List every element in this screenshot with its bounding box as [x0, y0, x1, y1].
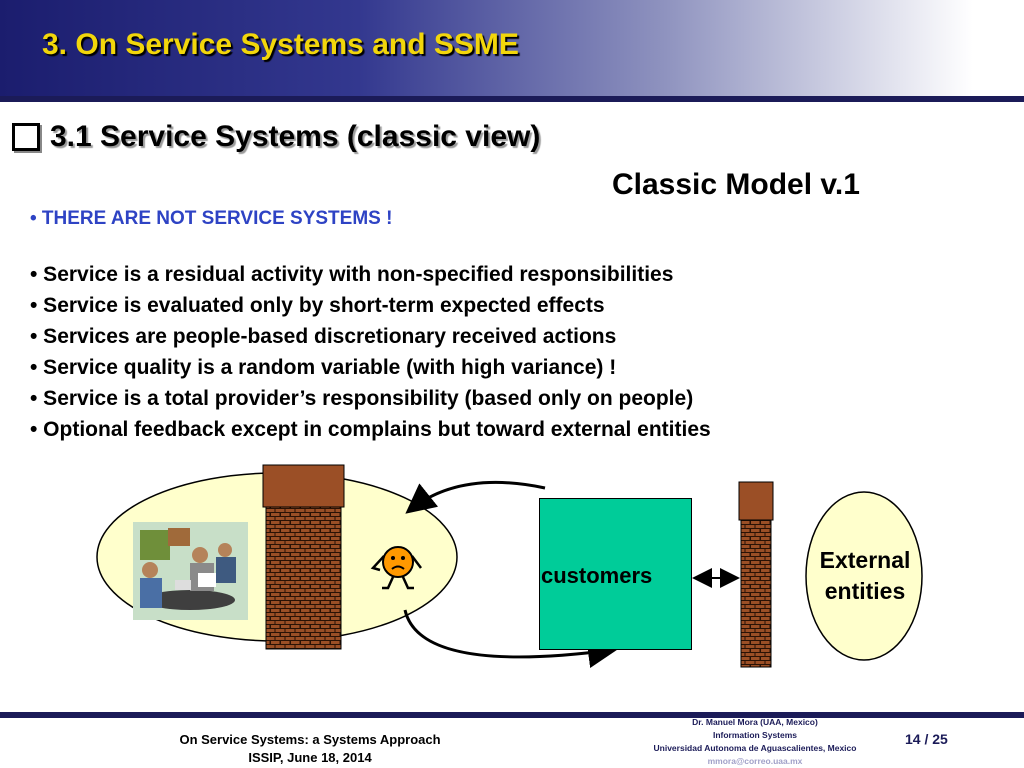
- page-number: 14 / 25: [905, 731, 948, 747]
- footer-department: Information Systems: [712, 730, 798, 740]
- people-meeting-illustration: [133, 522, 248, 620]
- footer-author-info: Dr. Manuel Mora (UAA, Mexico) Informatio…: [590, 716, 920, 768]
- customers-box: [539, 498, 692, 650]
- brick-column-wall: [740, 519, 772, 668]
- external-entities-label: External entities: [807, 545, 923, 607]
- footer-presentation-title: On Service Systems: a Systems Approach: [179, 732, 441, 747]
- model-title: Classic Model v.1: [612, 168, 860, 201]
- footer-event-date: ISSIP, June 18, 2014: [248, 750, 372, 765]
- brick-column-cap: [738, 481, 774, 521]
- external-entities-line1: External: [819, 547, 911, 573]
- brick-tower-cap: [262, 464, 345, 508]
- external-entities-ellipse: [805, 491, 923, 661]
- bullet-item: • Optional feedback except in complains …: [30, 418, 711, 441]
- service-arrow-bottom: [403, 609, 618, 668]
- bullet-item: • Service quality is a random variable (…: [30, 356, 617, 379]
- classic-model-diagram: customers External entities: [0, 460, 1024, 700]
- bullet-item: • Service is a residual activity with no…: [30, 263, 674, 286]
- bullet-item: • Services are people-based discretionar…: [30, 325, 617, 348]
- section-heading: 3.1 Service Systems (classic view): [12, 120, 540, 154]
- footer-author: Dr. Manuel Mora (UAA, Mexico): [692, 717, 818, 727]
- feedback-arrow-top: [405, 480, 546, 514]
- footer-university: Universidad Autonoma de Aguascalientes, …: [653, 743, 857, 753]
- bullet-item: • Service is a total provider’s responsi…: [30, 387, 694, 410]
- title-divider: [0, 96, 1024, 102]
- brick-tower-wall: [265, 506, 342, 650]
- slide-title: 3. On Service Systems and SSME: [42, 28, 519, 61]
- title-bar: 3. On Service Systems and SSME: [0, 0, 1024, 96]
- footer-email-link[interactable]: mmora@correo.uaa.mx: [707, 756, 803, 766]
- worried-person-icon: [370, 546, 422, 590]
- footer-presentation-info: On Service Systems: a Systems Approach I…: [150, 731, 470, 767]
- footer-divider: [0, 712, 1024, 718]
- external-entities-line2: entities: [824, 578, 906, 604]
- checkbox-bullet-icon: [12, 123, 40, 151]
- bullet-list: • THERE ARE NOT SERVICE SYSTEMS ! • Serv…: [30, 203, 711, 445]
- section-heading-text: 3.1 Service Systems (classic view): [50, 120, 541, 153]
- bullet-item: • Service is evaluated only by short-ter…: [30, 294, 605, 317]
- bullet-item: • THERE ARE NOT SERVICE SYSTEMS !: [30, 208, 393, 229]
- customers-label: customers: [541, 563, 653, 588]
